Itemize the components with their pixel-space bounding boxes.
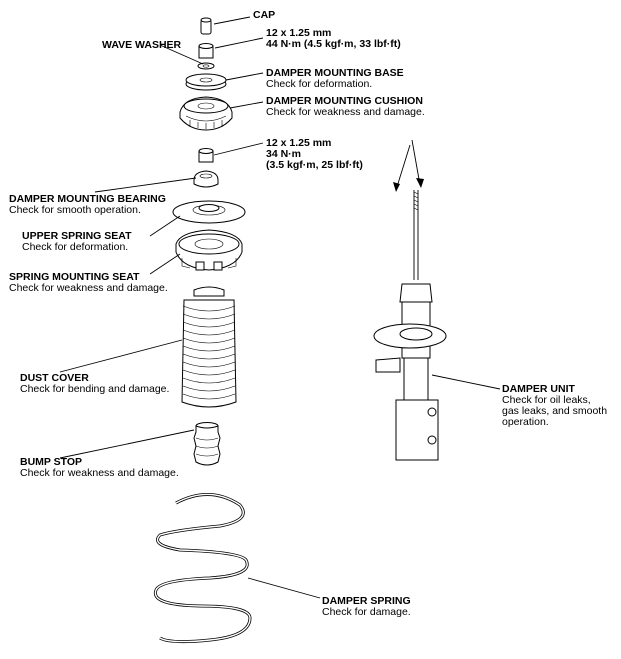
damper-mounting-cushion-part [179,96,233,131]
upper-spring-seat-part [172,200,246,224]
nut-top-part [198,43,214,59]
damper-unit-part [373,190,447,461]
spec-top-line1: 12 x 1.25 mm [266,27,332,39]
leader-lines [59,16,501,599]
nut-mid-part [198,148,214,163]
cap-part [200,17,212,35]
damper-mounting-bearing-label: DAMPER MOUNTING BEARING Check for smooth… [9,194,166,216]
damper-mounting-base-desc: Check for deformation. [266,78,373,90]
damper-mounting-bearing-title: DAMPER MOUNTING BEARING [9,193,166,205]
dust-cover-part [181,286,237,408]
spring-mounting-seat-desc: Check for weakness and damage. [9,282,168,294]
cap-title: CAP [253,9,276,21]
spring-mounting-seat-part [175,229,243,271]
damper-unit-label: DAMPER UNIT Check for oil leaks, gas lea… [502,384,607,428]
damper-mounting-bearing-desc: Check for smooth operation. [9,204,141,216]
bump-stop-part [193,422,221,466]
cap-label: CAP [253,10,275,21]
damper-mounting-base-title: DAMPER MOUNTING BASE [266,67,404,79]
bump-stop-title: BUMP STOP [20,456,83,468]
bump-stop-label: BUMP STOP Check for weakness and damage. [20,457,179,479]
damper-spring-title: DAMPER SPRING [322,595,411,607]
damper-spring-desc: Check for damage. [322,606,411,618]
spec-mid-line3: (3.5 kgf·m, 25 lbf·ft) [266,159,363,171]
dust-cover-title: DUST COVER [20,372,89,384]
damper-unit-desc3: operation. [502,416,549,428]
damper-mounting-base-part [185,73,227,91]
upper-spring-seat-desc: Check for deformation. [22,241,129,253]
spring-mounting-seat-label: SPRING MOUNTING SEAT Check for weakness … [9,272,168,294]
damper-unit-title: DAMPER UNIT [502,383,575,395]
dashed-guide-arrows [393,139,424,192]
spec-mid-line1: 12 x 1.25 mm [266,137,332,149]
damper-mounting-cushion-label: DAMPER MOUNTING CUSHION Check for weakne… [266,96,425,118]
upper-spring-seat-label: UPPER SPRING SEAT Check for deformation. [22,231,132,253]
damper-mounting-cushion-title: DAMPER MOUNTING CUSHION [266,95,423,107]
damper-mounting-cushion-desc: Check for weakness and damage. [266,106,425,118]
damper-spring-part [153,493,252,644]
bump-stop-desc: Check for weakness and damage. [20,467,179,479]
spec-mid-line2: 34 N·m [266,148,302,160]
dust-cover-label: DUST COVER Check for bending and damage. [20,373,169,395]
wave-washer-label: WAVE WASHER [102,40,181,51]
dust-cover-desc: Check for bending and damage. [20,383,170,395]
damper-mounting-bearing-part [193,170,219,188]
spring-mounting-seat-title: SPRING MOUNTING SEAT [9,271,140,283]
damper-unit-desc1: Check for oil leaks, [502,394,591,406]
damper-mounting-base-label: DAMPER MOUNTING BASE Check for deformati… [266,68,404,90]
upper-spring-seat-title: UPPER SPRING SEAT [22,230,132,242]
damper-spring-label: DAMPER SPRING Check for damage. [322,596,411,618]
spec-mid-label: 12 x 1.25 mm 34 N·m (3.5 kgf·m, 25 lbf·f… [266,138,363,171]
wave-washer-part [197,62,215,70]
wave-washer-title: WAVE WASHER [102,39,182,51]
spec-top-line2: 44 N·m (4.5 kgf·m, 33 lbf·ft) [266,38,401,50]
spec-top-label: 12 x 1.25 mm 44 N·m (4.5 kgf·m, 33 lbf·f… [266,28,401,50]
damper-unit-desc2: gas leaks, and smooth [502,405,608,417]
